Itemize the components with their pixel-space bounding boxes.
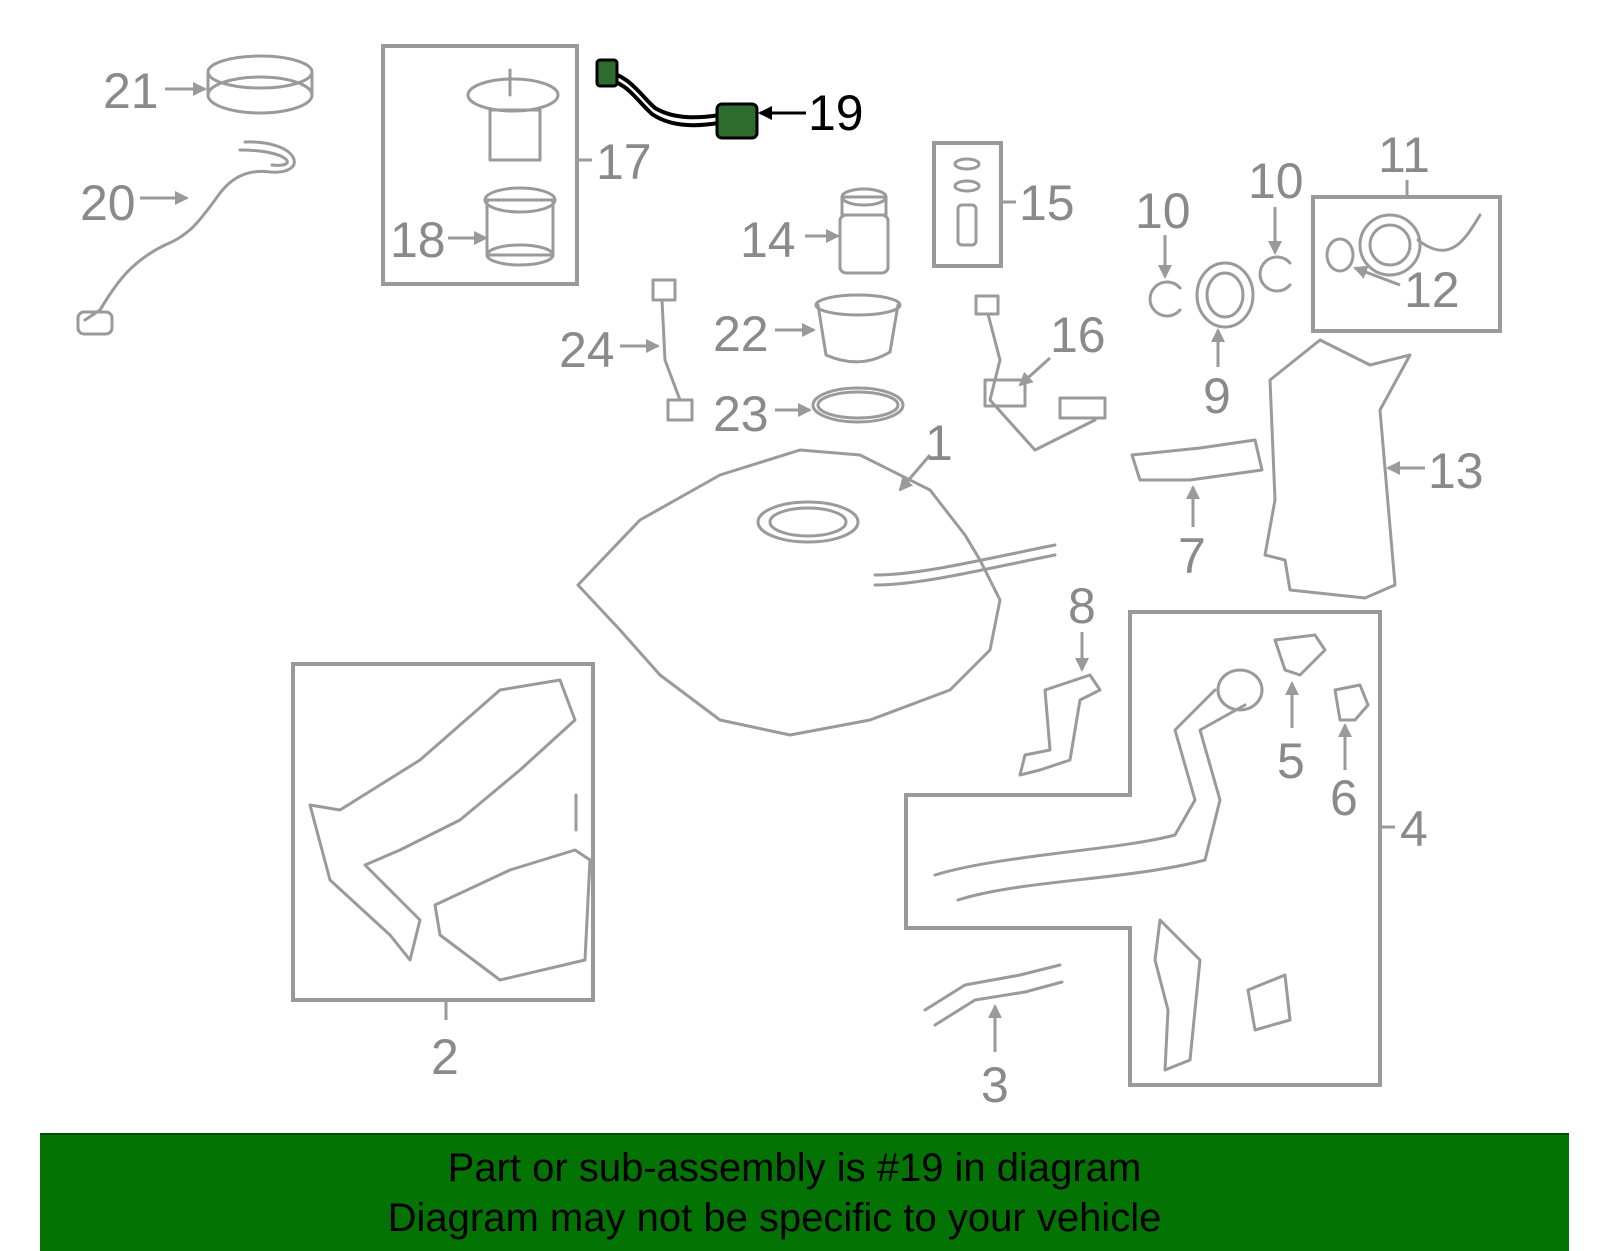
part-8-bracket[interactable]	[1018, 673, 1102, 777]
part-17-assembly-box	[381, 44, 579, 286]
part-9-filler-neck-cup[interactable]	[1195, 261, 1255, 329]
callout-6: 6	[1330, 770, 1358, 826]
callout-8: 8	[1068, 578, 1096, 634]
callout-19: 19	[808, 85, 864, 141]
part-15-box	[932, 141, 1003, 268]
part-6-clip[interactable]	[1333, 683, 1370, 722]
part-3-breather-hose[interactable]	[923, 963, 1064, 1027]
part-1-fuel-tank[interactable]	[576, 448, 1057, 737]
callout-20: 20	[80, 175, 136, 231]
part-15-regulator[interactable]	[953, 157, 981, 247]
part-13-heat-shield[interactable]	[1263, 338, 1412, 600]
leader-12	[1353, 265, 1401, 287]
callout-1: 1	[925, 415, 953, 471]
callout-5: 5	[1277, 733, 1305, 789]
part-18-fuel-filter[interactable]	[483, 186, 557, 267]
part-23-gasket[interactable]	[811, 386, 905, 424]
callout-24: 24	[559, 322, 615, 378]
callout-3: 3	[981, 1057, 1009, 1113]
part-4-box	[904, 610, 1382, 1087]
part-5-clip[interactable]	[1273, 633, 1327, 677]
callout-23: 23	[713, 386, 769, 442]
part-16-fuel-level-sender[interactable]	[974, 294, 1107, 452]
callout-7: 7	[1178, 528, 1206, 584]
part-10b-snap-ring[interactable]	[1258, 255, 1292, 293]
callout-4: 4	[1400, 801, 1428, 857]
part-17-pump-module[interactable]	[466, 68, 560, 162]
leader-16	[1018, 356, 1052, 387]
callout-21: 21	[103, 63, 159, 119]
callout-10a: 10	[1135, 183, 1191, 239]
part-2-box	[291, 662, 595, 1002]
part-4-filler-pipe[interactable]	[933, 668, 1292, 1072]
banner-disclaimer-line: Diagram may not be specific to your vehi…	[387, 1196, 1162, 1240]
callout-12: 12	[1404, 262, 1460, 318]
callout-17: 17	[596, 134, 652, 190]
part-21-lock-ring[interactable]	[206, 54, 314, 115]
callout-15: 15	[1019, 175, 1075, 231]
banner-part-line: Part or sub-assembly is #19 in diagram	[447, 1146, 1142, 1190]
part-20-hose[interactable]	[76, 140, 296, 336]
callout-2: 2	[431, 1029, 459, 1085]
callout-14: 14	[740, 212, 796, 268]
part-14-filter-cartridge[interactable]	[838, 187, 890, 275]
part-22-pump-bracket[interactable]	[814, 293, 902, 364]
part-19-wire-harness[interactable]	[595, 58, 759, 140]
callout-11: 11	[1378, 127, 1430, 183]
callout-22: 22	[713, 306, 769, 362]
info-banner: Part or sub-assembly is #19 in diagram D…	[40, 1133, 1569, 1251]
callout-13: 13	[1428, 443, 1484, 499]
part-24-sub-harness[interactable]	[651, 278, 694, 422]
part-7-bracket[interactable]	[1130, 438, 1264, 482]
callout-16: 16	[1050, 307, 1106, 363]
part-11-fuel-cap[interactable]	[1358, 213, 1482, 277]
callout-10b: 10	[1248, 153, 1304, 209]
callout-9: 9	[1203, 368, 1231, 424]
part-2-tank-protectors[interactable]	[308, 678, 592, 982]
part-10a-snap-ring[interactable]	[1148, 280, 1182, 318]
part-12-cap-gasket[interactable]	[1325, 237, 1355, 273]
leader-1	[898, 454, 932, 492]
callout-18: 18	[390, 212, 446, 268]
